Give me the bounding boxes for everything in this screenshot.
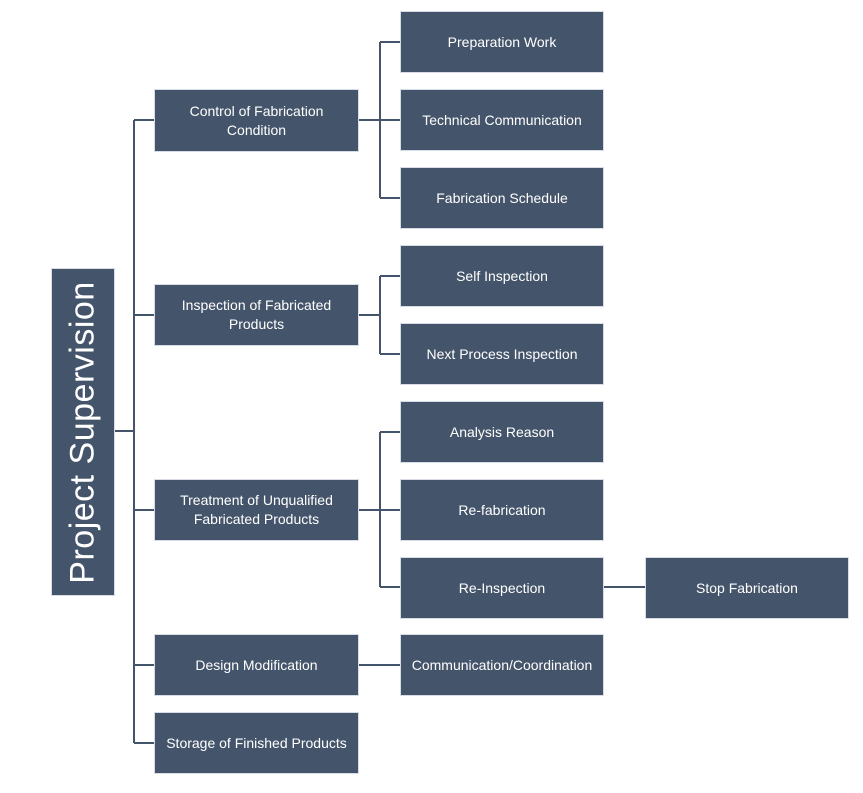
- grandchild-label: Stop Fabrication: [696, 579, 798, 596]
- branch-node: Inspection of Fabricated Products: [154, 284, 359, 346]
- branch-node: Design Modification: [154, 634, 359, 696]
- leaf-label: Next Process Inspection: [426, 345, 578, 362]
- leaf-label: Re-Inspection: [458, 579, 546, 596]
- root-label: Project Supervision: [63, 280, 102, 584]
- leaf-node: Fabrication Schedule: [400, 167, 604, 229]
- branch-label: Treatment of Unqualified Fabricated Prod…: [180, 492, 333, 527]
- leaf-label: Fabrication Schedule: [436, 189, 568, 206]
- leaf-label: Self Inspection: [456, 267, 548, 284]
- leaf-node: Communication/Coordination: [400, 634, 604, 696]
- leaf-node: Re-Inspection: [400, 557, 604, 619]
- leaf-node: Next Process Inspection: [400, 323, 604, 385]
- leaf-node: Re-fabrication: [400, 479, 604, 541]
- branch-label: Storage of Finished Products: [166, 734, 347, 751]
- leaf-node: Technical Communication: [400, 89, 604, 151]
- branch-label: Design Modification: [195, 656, 318, 673]
- leaf-label: Communication/Coordination: [411, 656, 593, 673]
- branch-label: Control of Fabrication Condition: [189, 102, 324, 138]
- leaf-label: Re-fabrication: [458, 501, 546, 518]
- branch-node: Storage of Finished Products: [154, 712, 359, 774]
- branch-node: Treatment of Unqualified Fabricated Prod…: [154, 479, 359, 541]
- leaf-label: Analysis Reason: [449, 423, 555, 440]
- branch-label: Inspection of Fabricated Products: [181, 297, 332, 332]
- leaf-node: Preparation Work: [400, 11, 604, 73]
- leaf-node: Self Inspection: [400, 245, 604, 307]
- root-node: Project Supervision: [51, 268, 115, 596]
- leaf-label: Preparation Work: [447, 33, 557, 50]
- grandchild-node: Stop Fabrication: [645, 557, 849, 619]
- leaf-node: Analysis Reason: [400, 401, 604, 463]
- branch-node: Control of Fabrication Condition: [154, 89, 359, 152]
- leaf-label: Technical Communication: [422, 111, 582, 128]
